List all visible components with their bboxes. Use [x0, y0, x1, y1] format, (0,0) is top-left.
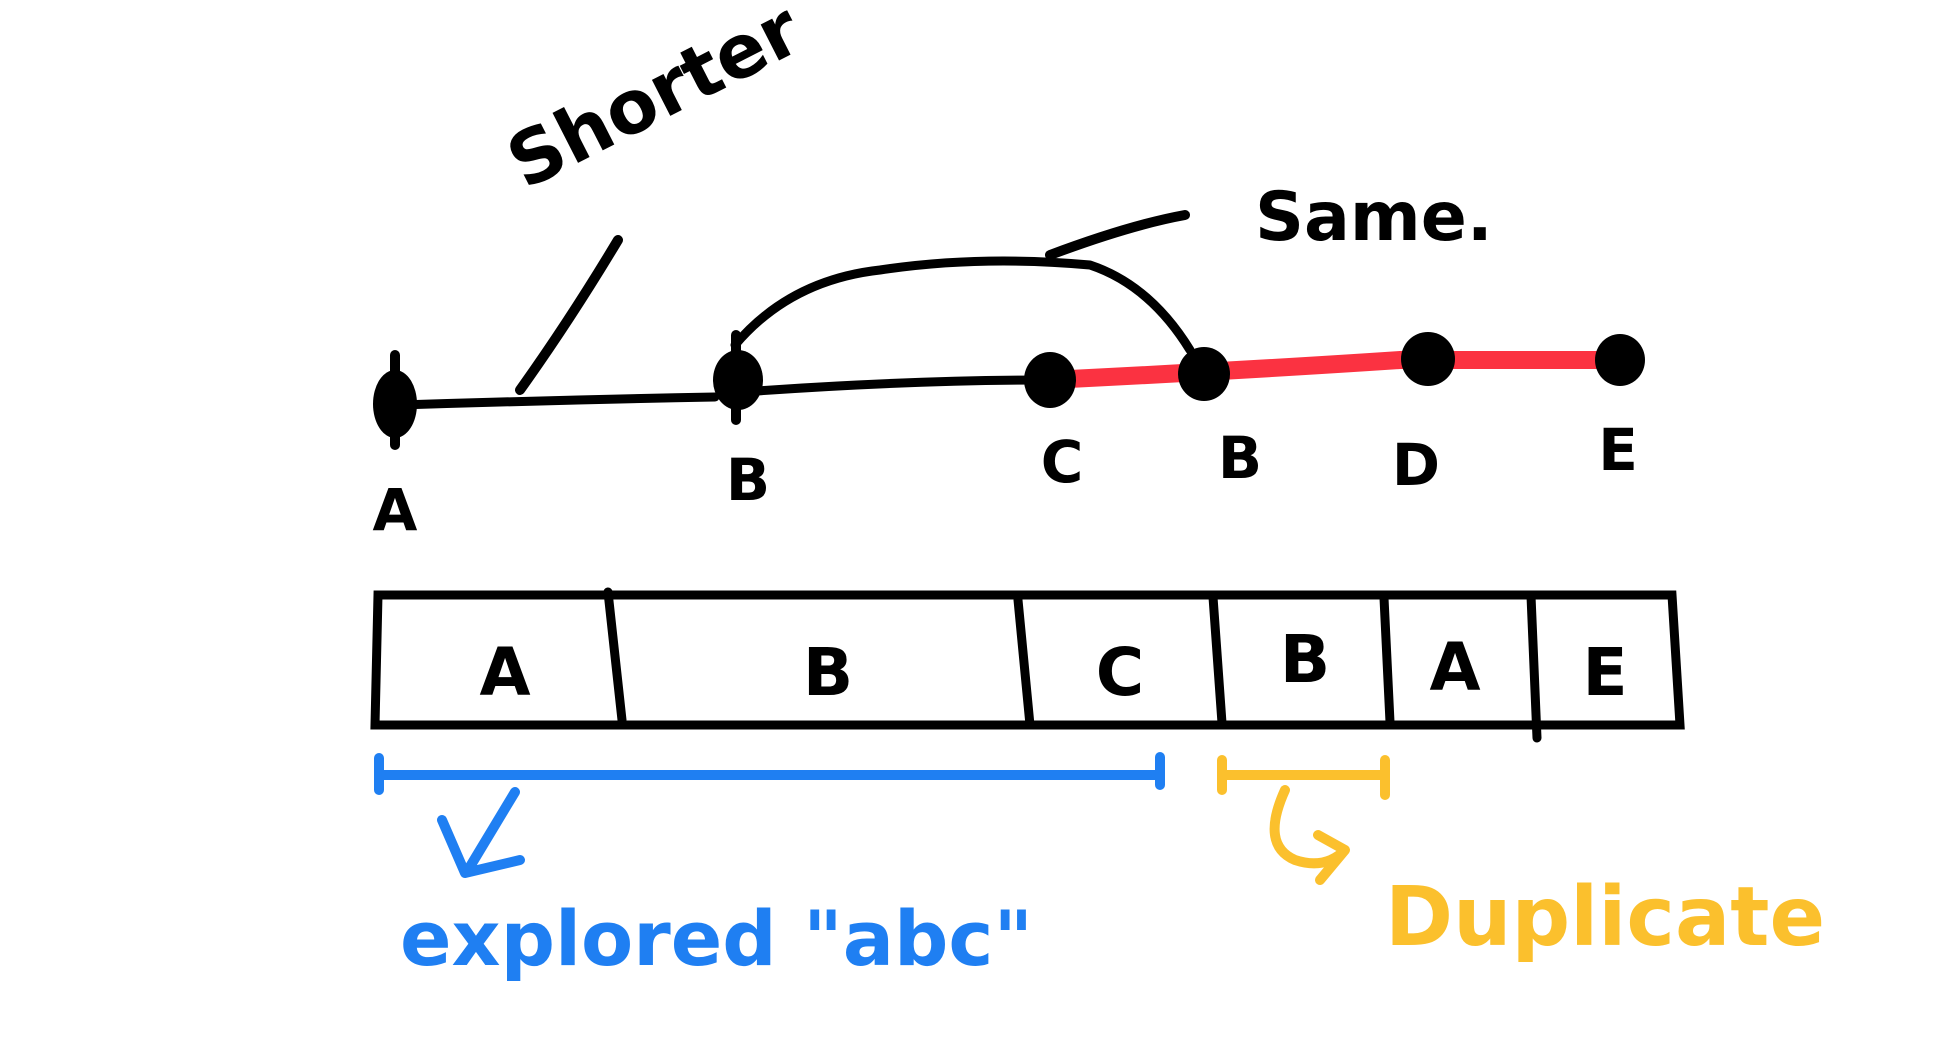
node-b2-dot [1178, 347, 1230, 401]
node-label-e: E [1598, 416, 1638, 484]
array-cell-6: E [1582, 634, 1627, 711]
array-cell-3: C [1096, 634, 1144, 711]
shorter-pointer-line [515, 235, 623, 395]
array-cell-1: A [479, 634, 530, 711]
node-label-a: A [373, 476, 418, 544]
explored-annotation: explored "abc" [400, 894, 1033, 983]
node-label-d: D [1392, 431, 1440, 499]
highlight-path-c-e [1041, 351, 1629, 389]
array-cell-2: B [803, 634, 853, 711]
array-divider-2 [1013, 595, 1035, 730]
node-label-b1: B [726, 446, 770, 514]
same-annotation: Same. [1255, 178, 1493, 257]
shorter-annotation: Shorter [494, 0, 814, 206]
array-divider-3 [1208, 592, 1227, 728]
node-label-b2: B [1218, 424, 1262, 492]
array-divider-5 [1526, 591, 1542, 743]
node-d-dot [1401, 332, 1455, 386]
array-cell-5: A [1429, 629, 1480, 706]
array-divider-1 [603, 587, 627, 725]
explored-bracket [374, 752, 1165, 795]
array-cell-4: B [1280, 621, 1330, 698]
node-label-c: C [1041, 428, 1084, 496]
same-pointer-line [1045, 210, 1190, 260]
array-divider-4 [1379, 593, 1395, 727]
node-b1-tick [731, 330, 741, 425]
duplicate-arrow [1269, 785, 1350, 885]
duplicate-bracket [1217, 755, 1390, 800]
array-outline [370, 590, 1685, 730]
same-arc [730, 256, 1195, 355]
node-a-tick [390, 350, 400, 450]
node-c-dot [1024, 352, 1076, 408]
node-e-dot [1595, 334, 1645, 386]
path-line-b-c [725, 375, 1055, 398]
explored-arrow [437, 787, 525, 878]
duplicate-annotation: Duplicate [1385, 870, 1825, 965]
path-line-a-b [395, 392, 720, 410]
